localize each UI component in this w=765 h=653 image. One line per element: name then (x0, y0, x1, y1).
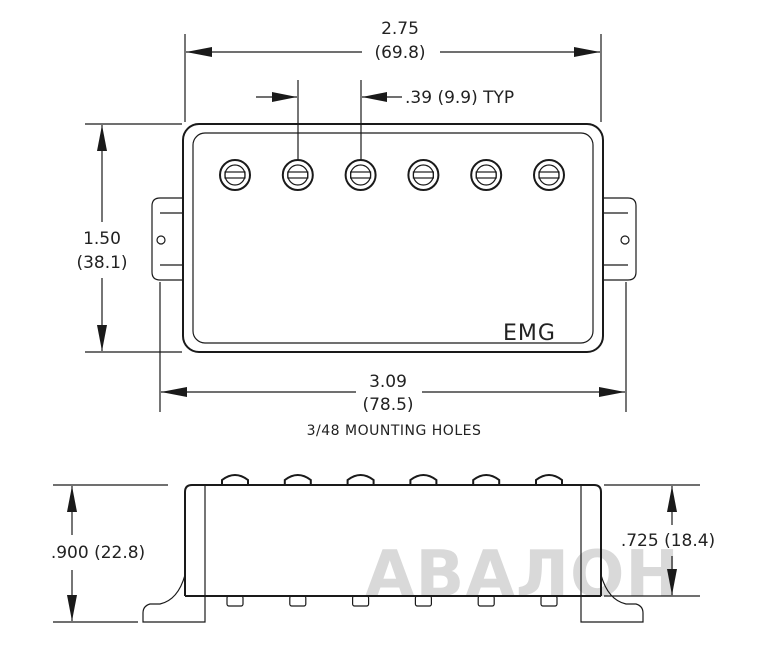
pole-top (221, 474, 249, 485)
pole-piece (281, 159, 314, 191)
side-view: .900 (22.8) .725 (18.4) (51, 474, 715, 623)
height-inches: 1.50 (83, 229, 121, 249)
height-millimeters: (38.1) (76, 253, 127, 273)
left-foot (142, 574, 206, 623)
pole-piece (407, 159, 440, 191)
right-mounting-hole (620, 235, 630, 245)
emg-logo: EMG (503, 321, 556, 346)
pole-top (535, 474, 563, 485)
total-height-label: .900 (22.8) (51, 543, 145, 563)
right-foot (580, 574, 644, 623)
pole-piece (344, 159, 377, 191)
overall-width-inches: 3.09 (369, 372, 407, 392)
pole-top (472, 474, 501, 485)
width-millimeters: (69.8) (374, 43, 425, 63)
pole-top (283, 474, 312, 485)
pickup-cover-inner (192, 132, 594, 344)
side-body (184, 484, 602, 596)
pole-piece (533, 159, 565, 191)
pole-pieces (219, 159, 565, 191)
bottom-pin (289, 595, 307, 607)
mounting-holes-note: 3/48 MOUNTING HOLES (307, 423, 482, 439)
pole-spacing-label: .39 (9.9) TYP (405, 88, 514, 108)
pole-top (346, 474, 375, 485)
pole-top (409, 474, 438, 485)
watermark: АВАЛОН (365, 538, 680, 612)
overall-width-millimeters: (78.5) (362, 395, 413, 415)
right-mounting-tab (602, 197, 637, 281)
pole-piece (219, 159, 251, 191)
body-height-label: .725 (18.4) (621, 531, 715, 551)
left-mounting-hole (156, 235, 166, 245)
left-mounting-tab (151, 197, 184, 281)
width-inches: 2.75 (381, 19, 419, 39)
top-view: EMG 2.75 (69.8) .39 (9.9) TYP 1.50 (38.1… (76, 19, 637, 439)
pole-piece (470, 159, 503, 191)
pole-tops (221, 474, 563, 485)
bottom-pin (226, 595, 244, 607)
pickup-cover-outer (182, 123, 604, 353)
